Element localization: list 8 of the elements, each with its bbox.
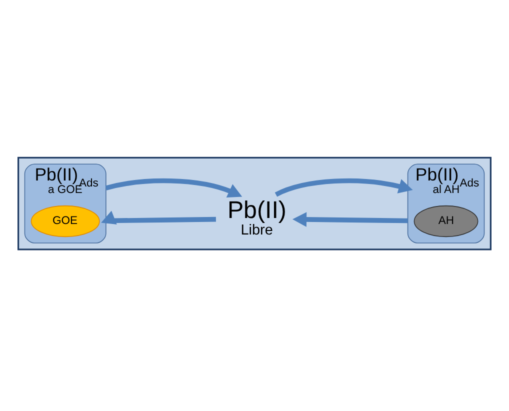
node-ellipse: GOE — [30, 205, 100, 238]
arrow — [101, 210, 216, 224]
arrow — [105, 178, 242, 198]
arrow — [274, 178, 413, 197]
cluster — [18, 156, 492, 250]
arrow — [292, 212, 408, 227]
node-text: Pb(II) Libre — [227, 197, 286, 238]
node-ellipse: AH — [414, 205, 478, 238]
